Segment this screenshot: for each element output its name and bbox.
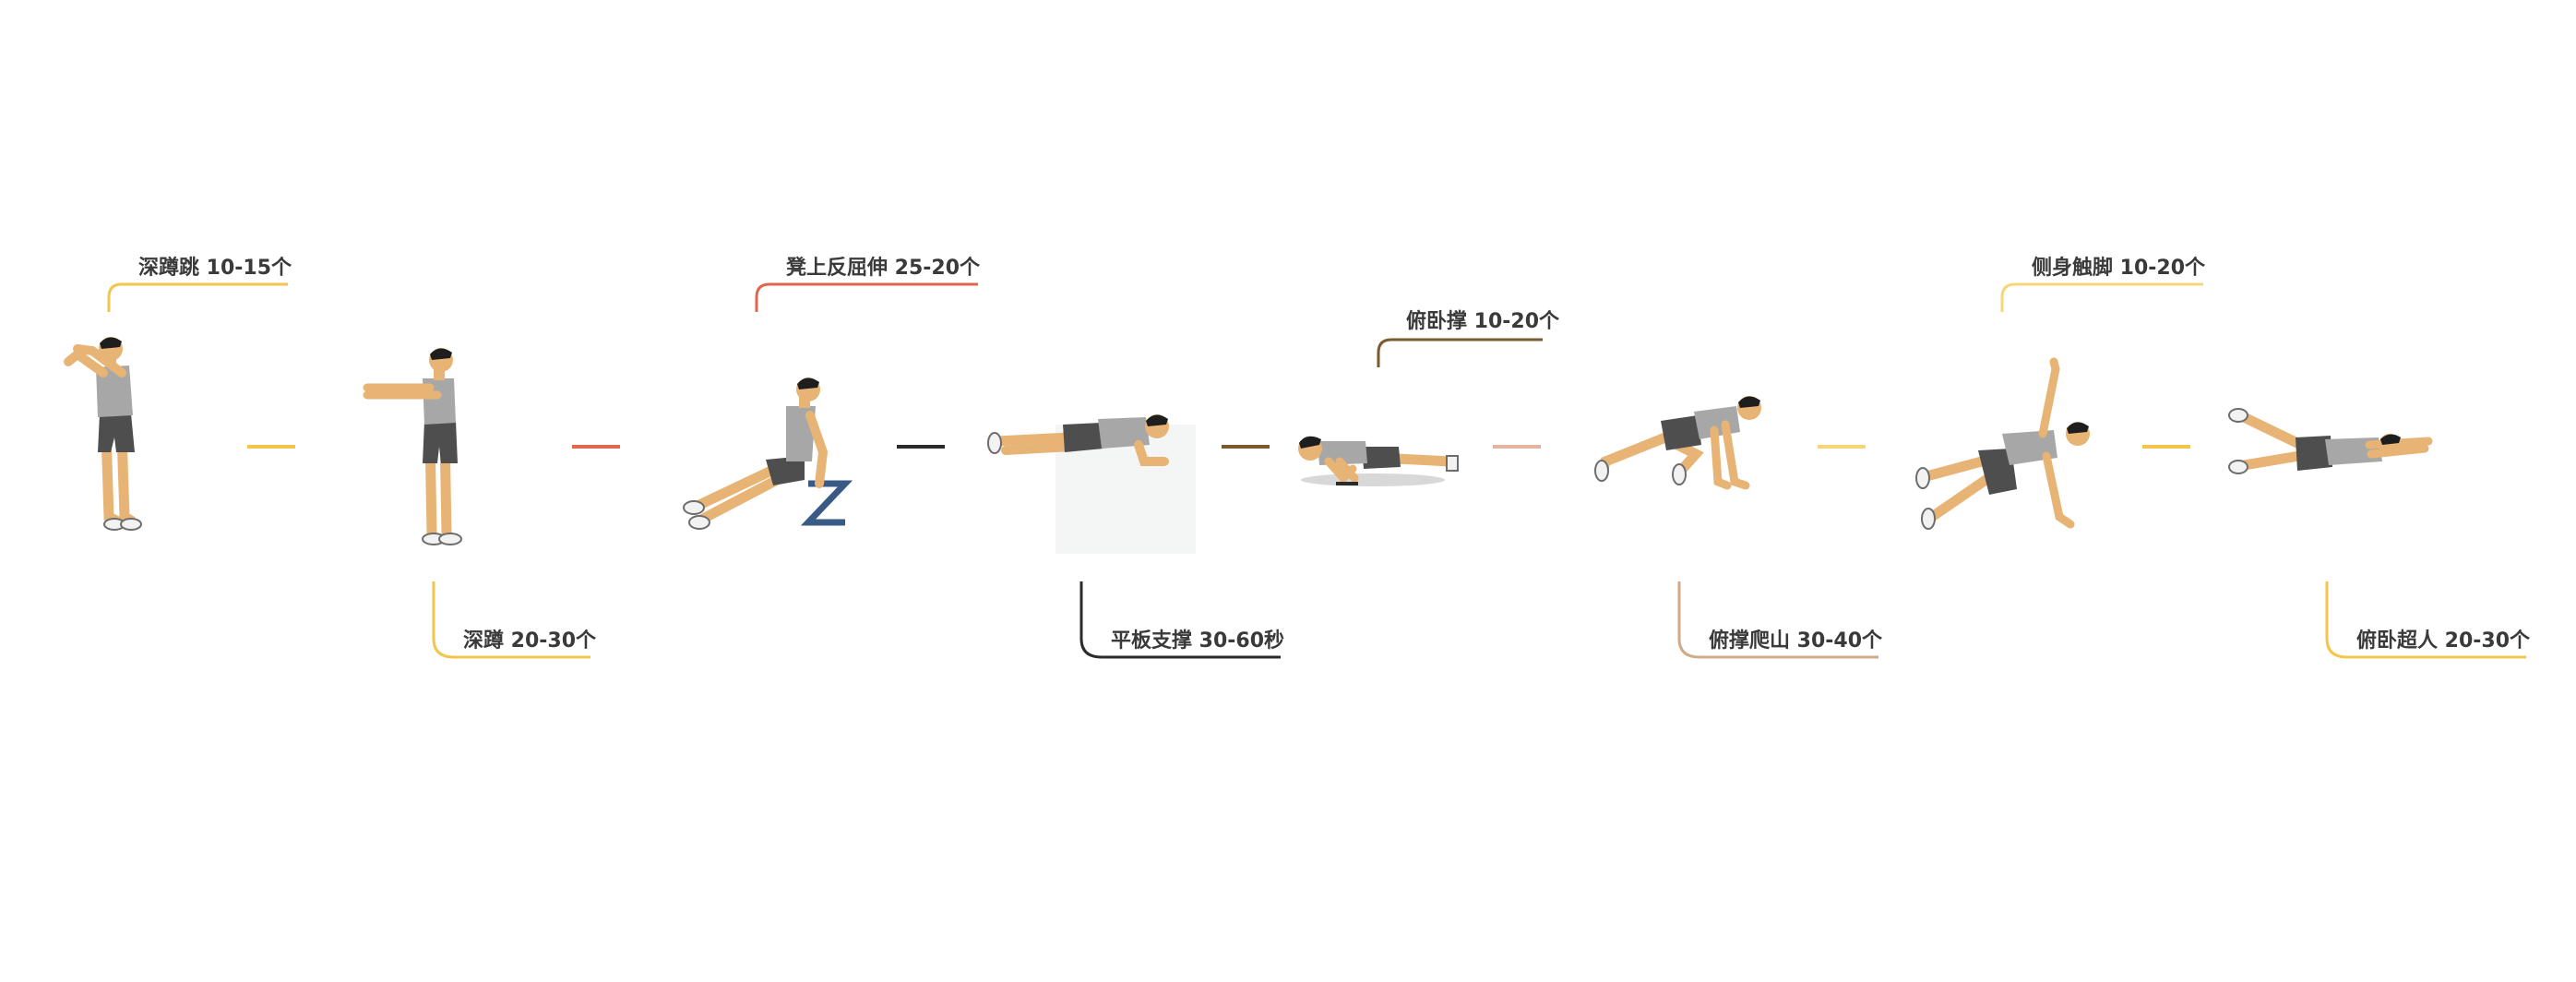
exercise-label-side-toe-touch: 侧身触脚 10-20个 <box>2032 257 2206 280</box>
mountain-climber-figure-icon <box>1594 396 1761 490</box>
callout-line-6 <box>1677 581 1878 659</box>
callout-line-1 <box>107 282 288 312</box>
callout-line-4 <box>1079 581 1281 659</box>
exercise-label-plank: 平板支撑 30-60秒 <box>1111 629 1285 653</box>
squat-figure-icon <box>363 348 462 545</box>
callout-line-7 <box>2000 282 2203 312</box>
callout-line-2 <box>432 581 590 659</box>
exercise-label-mountain-climber: 俯撑爬山 30-40个 <box>1709 629 1883 653</box>
exercise-label-superman: 俯卧超人 20-30个 <box>2356 629 2531 653</box>
callout-line-5 <box>1377 338 1543 367</box>
exercise-label-squat: 深蹲 20-30个 <box>463 629 597 653</box>
callout-line-8 <box>2325 581 2526 659</box>
side-toe-touch-figure-icon <box>1915 357 2090 530</box>
bench-icon <box>800 480 853 526</box>
exercise-label-jump-squat: 深蹲跳 10-15个 <box>138 257 292 280</box>
bench-dip-figure-icon <box>683 377 853 530</box>
plank-figure-icon <box>987 414 1196 554</box>
exercise-label-push-up: 俯卧撑 10-20个 <box>1406 310 1560 333</box>
exercise-label-push-up-clip: 俯卧撑 10-20个 <box>1329 305 1559 341</box>
jump-squat-figure-icon <box>64 337 142 531</box>
exercise-label-bench-dip: 凳上反屈伸 25-20个 <box>786 257 981 280</box>
callout-line-3 <box>755 282 978 312</box>
push-up-figure-icon <box>1298 436 1459 486</box>
superman-figure-icon <box>2228 408 2433 474</box>
